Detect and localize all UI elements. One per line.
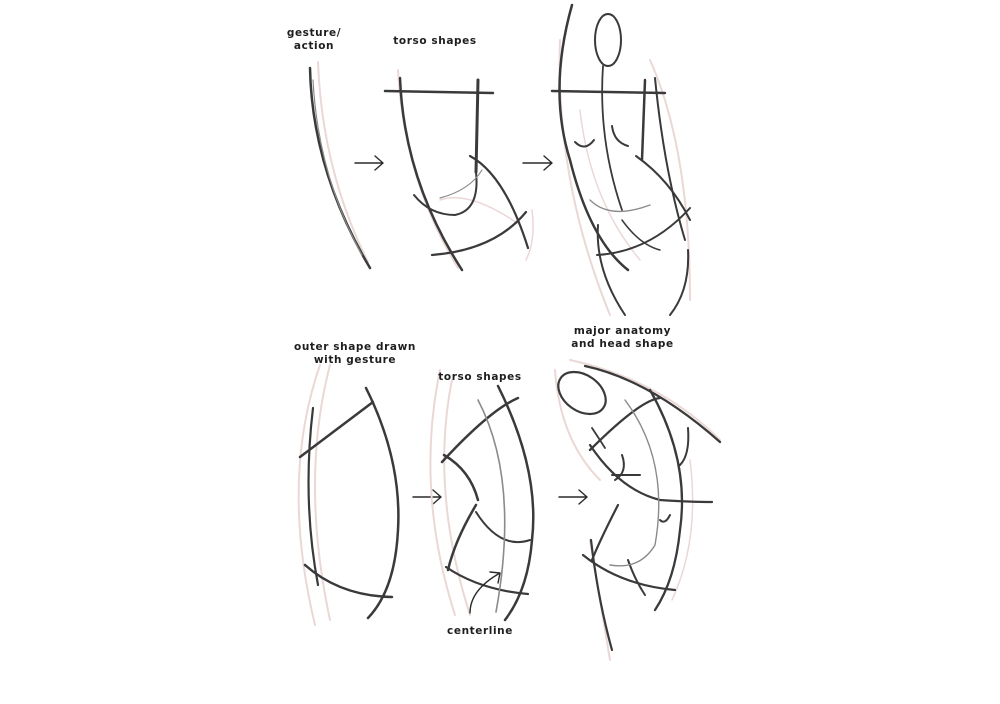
centerline-pointer-arrow-icon: [469, 571, 501, 614]
step-label-gesture-action: gesture/ action: [286, 27, 342, 52]
torso-with-head-sketch-1: [550, 3, 691, 316]
torso-shapes-sketch-2: [429, 369, 535, 622]
right-arrow-icon: [354, 155, 384, 171]
step-label-torso-shapes-1: torso shapes: [393, 35, 477, 47]
step-label-outer-shape: outer shape drawn with gesture: [294, 341, 416, 366]
right-arrow-icon: [522, 155, 553, 171]
step-label-torso-shapes-2: torso shapes: [438, 371, 522, 383]
right-arrow-icon: [558, 489, 588, 505]
major-anatomy-sketch: [554, 359, 722, 661]
centerline-annotation: centerline: [447, 625, 513, 637]
outer-shape-sketch: [297, 364, 400, 626]
gesture-line-sketch: [308, 61, 372, 270]
torso-shapes-sketch-1: [383, 69, 534, 272]
step-label-major-anatomy: major anatomy and head shape: [571, 325, 674, 350]
right-arrow-icon: [412, 489, 442, 505]
